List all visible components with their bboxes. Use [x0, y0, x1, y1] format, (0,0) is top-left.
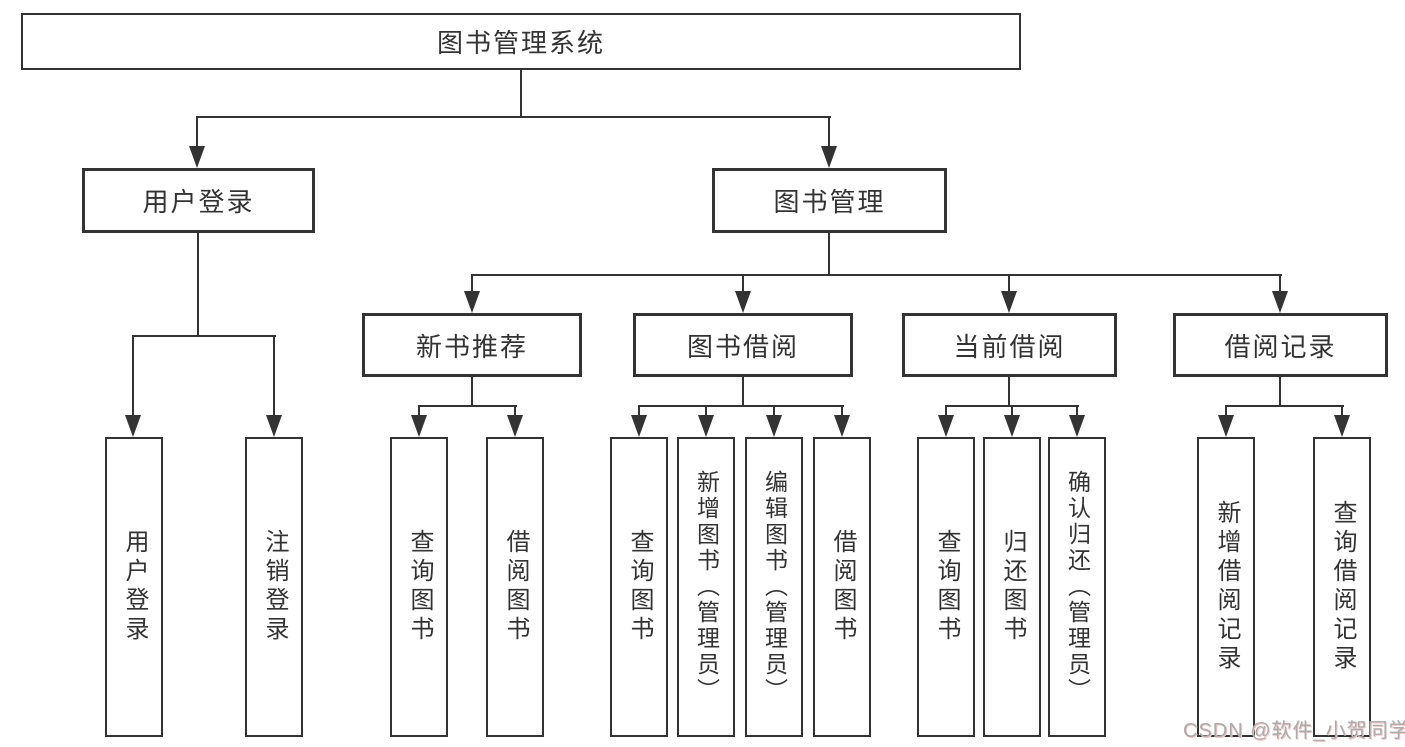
- connector-book-management-split: [471, 274, 1282, 276]
- arrowhead-icon: [1069, 415, 1085, 437]
- node-book-borrow: 图书借阅: [633, 313, 853, 377]
- connector-leaf-shaft: [418, 405, 420, 417]
- node-current-borrow-label: 当前借阅: [953, 331, 1066, 362]
- connector-leaf-shaft: [1225, 405, 1227, 417]
- connector-records-split: [1225, 405, 1344, 407]
- arrowhead-icon: [631, 415, 647, 437]
- node-book-management-label: 图书管理: [773, 187, 886, 217]
- connector-leaf-shaft: [1076, 405, 1078, 417]
- leaf-records-add-record-label: 新增借阅记录: [1213, 500, 1240, 674]
- leaf-current-return-books-label: 归还图书: [999, 529, 1026, 645]
- node-new-book-recommend-label: 新书推荐: [415, 331, 528, 362]
- connector-book-management-trunk: [828, 233, 830, 276]
- leaf-records-query-record-label: 查询借阅记录: [1329, 500, 1356, 674]
- connector-to-current-borrow: [1008, 274, 1010, 294]
- leaf-borrow-borrow-books: 借阅图书: [813, 437, 871, 737]
- connector-user-login-trunk: [197, 233, 199, 337]
- connector-leaf-shaft: [773, 405, 775, 417]
- connector-leaf-shaft: [1341, 405, 1343, 417]
- leaf-borrow-borrow-books-label: 借阅图书: [829, 529, 856, 645]
- connector-user-login-split: [132, 335, 276, 337]
- node-book-borrow-label: 图书借阅: [686, 331, 799, 362]
- node-root-system-label: 图书管理系统: [436, 28, 605, 58]
- connector-leaf-shaft: [1011, 405, 1013, 417]
- connector-root-split: [196, 116, 831, 118]
- connector-to-borrow-records: [1279, 274, 1281, 294]
- arrowhead-icon: [938, 415, 954, 437]
- node-book-management: 图书管理: [712, 168, 947, 233]
- arrowhead-icon: [266, 415, 282, 437]
- leaf-current-confirm-return-admin-label: 确认归还（管理员）: [1064, 470, 1091, 704]
- leaf-current-return-books: 归还图书: [983, 437, 1041, 737]
- arrowhead-icon: [698, 415, 714, 437]
- connector-to-leaf-user-login: [132, 335, 134, 419]
- leaf-borrow-edit-books-admin-label: 编辑图书（管理员）: [761, 470, 788, 704]
- arrowhead-icon: [821, 146, 837, 168]
- connector-current-trunk: [1008, 377, 1010, 407]
- connector-recommend-split: [418, 405, 517, 407]
- leaf-borrow-add-books-admin: 新增图书（管理员）: [677, 437, 735, 737]
- arrowhead-icon: [125, 415, 141, 437]
- node-user-login-label: 用户登录: [142, 187, 255, 217]
- connector-root-trunk: [520, 70, 522, 118]
- arrowhead-icon: [766, 415, 782, 437]
- leaf-user-login-label: 用户登录: [121, 529, 148, 645]
- leaf-recommend-borrow-books-label: 借阅图书: [502, 529, 529, 645]
- arrowhead-icon: [735, 291, 751, 313]
- connector-to-user-login: [196, 116, 198, 152]
- leaf-user-login: 用户登录: [105, 437, 163, 737]
- connector-to-book-borrow: [742, 274, 744, 294]
- leaf-recommend-query-books-label: 查询图书: [406, 529, 433, 645]
- arrowhead-icon: [1272, 291, 1288, 313]
- node-borrow-records-label: 借阅记录: [1224, 331, 1337, 362]
- connector-to-book-management: [828, 116, 830, 152]
- connector-recommend-trunk: [471, 377, 473, 407]
- leaf-borrow-add-books-admin-label: 新增图书（管理员）: [693, 470, 720, 704]
- connector-leaf-shaft: [945, 405, 947, 417]
- leaf-borrow-query-books-label: 查询图书: [626, 529, 653, 645]
- leaf-records-query-record: 查询借阅记录: [1313, 437, 1371, 737]
- connector-to-leaf-logout: [273, 335, 275, 419]
- connector-borrow-split: [638, 405, 844, 407]
- leaf-current-query-books: 查询图书: [917, 437, 975, 737]
- arrowhead-icon: [1218, 415, 1234, 437]
- node-new-book-recommend: 新书推荐: [362, 313, 582, 377]
- connector-borrow-trunk: [742, 377, 744, 407]
- csdn-watermark: CSDN @软件_小贺同学: [1183, 720, 1405, 742]
- connector-leaf-shaft: [705, 405, 707, 417]
- arrowhead-icon: [464, 291, 480, 313]
- connector-leaf-shaft: [841, 405, 843, 417]
- arrowhead-icon: [1004, 415, 1020, 437]
- arrowhead-icon: [1001, 291, 1017, 313]
- leaf-recommend-borrow-books: 借阅图书: [486, 437, 544, 737]
- leaf-borrow-edit-books-admin: 编辑图书（管理员）: [745, 437, 803, 737]
- node-root-system: 图书管理系统: [21, 13, 1021, 70]
- node-current-borrow: 当前借阅: [902, 313, 1117, 377]
- leaf-current-confirm-return-admin: 确认归还（管理员）: [1048, 437, 1106, 737]
- connector-to-new-book-recommend: [471, 274, 473, 294]
- leaf-borrow-query-books: 查询图书: [610, 437, 668, 737]
- arrowhead-icon: [189, 146, 205, 168]
- connector-records-trunk: [1279, 377, 1281, 407]
- leaf-recommend-query-books: 查询图书: [390, 437, 448, 737]
- connector-leaf-shaft: [638, 405, 640, 417]
- arrowhead-icon: [1334, 415, 1350, 437]
- leaf-logout-label: 注销登录: [261, 529, 288, 645]
- connector-leaf-shaft: [514, 405, 516, 417]
- arrowhead-icon: [834, 415, 850, 437]
- node-borrow-records: 借阅记录: [1173, 313, 1388, 377]
- leaf-logout: 注销登录: [245, 437, 303, 737]
- arrowhead-icon: [507, 415, 523, 437]
- leaf-records-add-record: 新增借阅记录: [1197, 437, 1255, 737]
- arrowhead-icon: [411, 415, 427, 437]
- node-user-login: 用户登录: [82, 168, 315, 233]
- leaf-current-query-books-label: 查询图书: [933, 529, 960, 645]
